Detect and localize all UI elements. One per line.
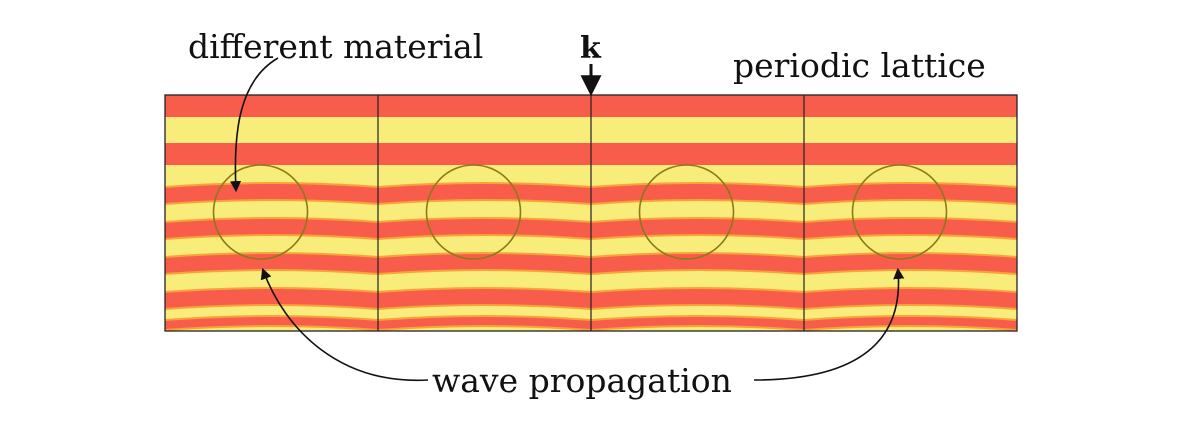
propagation-left-arrow xyxy=(260,267,429,382)
inclusion-circle xyxy=(638,164,735,260)
different-material-label: different material xyxy=(188,27,483,66)
inclusion-circle xyxy=(212,164,309,260)
periodic-lattice-label: periodic lattice xyxy=(733,46,986,85)
propagation-right-arrow xyxy=(753,267,905,381)
inclusions xyxy=(212,164,948,260)
inclusion-circle xyxy=(425,164,522,260)
inclusion-circle xyxy=(851,164,948,260)
wave-propagation-label: wave propagation xyxy=(432,361,732,400)
wave-vector-label: k xyxy=(580,31,602,66)
material-pointer-arrow xyxy=(229,57,279,193)
cell-borders xyxy=(377,95,805,331)
